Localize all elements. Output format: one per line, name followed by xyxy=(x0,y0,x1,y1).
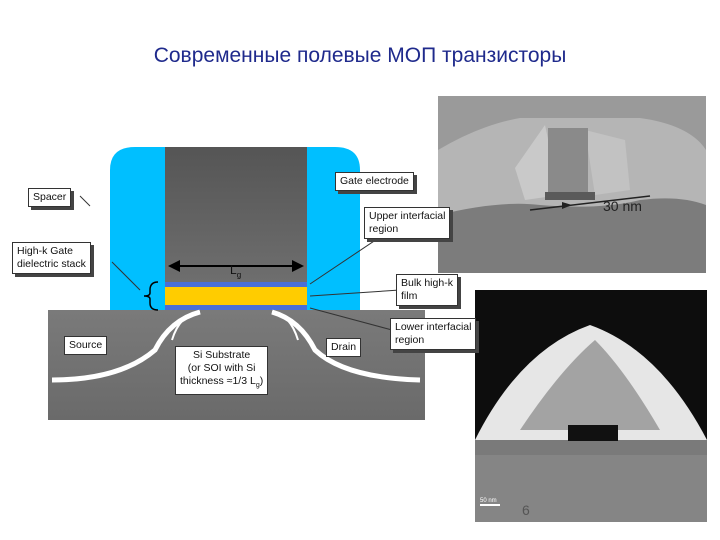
substrate-line3: thickness ≈1/3 Lg) xyxy=(180,375,263,392)
lg-label: Lg xyxy=(230,264,241,281)
high-k-label-line2: dielectric stack xyxy=(17,258,86,270)
substrate-line2: (or SOI with Si xyxy=(187,362,256,374)
source-label: Source xyxy=(64,336,108,355)
spacer-label: Spacer xyxy=(28,188,72,207)
page-title: Современные полевые МОП транзисторы xyxy=(153,44,567,67)
lower-interfacial-line2: region xyxy=(395,334,425,346)
source-junction-curve xyxy=(51,309,201,383)
upper-interfacial-line2: region xyxy=(369,223,399,235)
lower-interfacial-layer xyxy=(165,305,307,310)
substrate-close-paren: ) xyxy=(259,375,264,387)
high-k-label-line1: High-k Gate xyxy=(17,245,74,257)
lg-subscript: g xyxy=(236,270,242,280)
tem-bottom-scale-label: 50 nm xyxy=(480,498,497,504)
gate-electrode xyxy=(165,147,307,282)
drain-junction-curve xyxy=(271,309,421,383)
substrate-line3-text: thickness ≈1/3 L xyxy=(180,375,256,387)
page-number: 6 xyxy=(522,502,530,518)
tem-top-scale-label: 30 nm xyxy=(603,198,642,214)
upper-interfacial-line1: Upper interfacial xyxy=(369,210,446,222)
bulk-high-k-line2: film xyxy=(401,290,418,302)
channel-outline xyxy=(171,311,299,341)
upper-interfacial-layer xyxy=(165,282,307,287)
bulk-high-k-label: Bulk high-k film xyxy=(396,274,458,306)
bulk-high-k-layer xyxy=(165,287,307,305)
substrate-label: Si Substrate (or SOI with Si thickness ≈… xyxy=(175,346,269,396)
high-k-stack-label: High-k Gate dielectric stack xyxy=(12,242,91,274)
substrate-subscript: g xyxy=(255,382,260,390)
lg-text: L xyxy=(230,263,237,277)
bulk-high-k-line1: Bulk high-k xyxy=(401,277,453,289)
substrate-line1: Si Substrate xyxy=(193,349,251,361)
lower-interfacial-label: Lower interfacial region xyxy=(390,318,477,350)
gate-stack-brace xyxy=(143,281,159,311)
upper-interfacial-label: Upper interfacial region xyxy=(364,207,451,239)
tem-image-top xyxy=(438,96,706,273)
gate-electrode-label: Gate electrode xyxy=(335,172,414,191)
tem-image-bottom xyxy=(475,290,707,522)
lower-interfacial-line1: Lower interfacial xyxy=(395,321,472,333)
drain-label: Drain xyxy=(326,338,362,357)
